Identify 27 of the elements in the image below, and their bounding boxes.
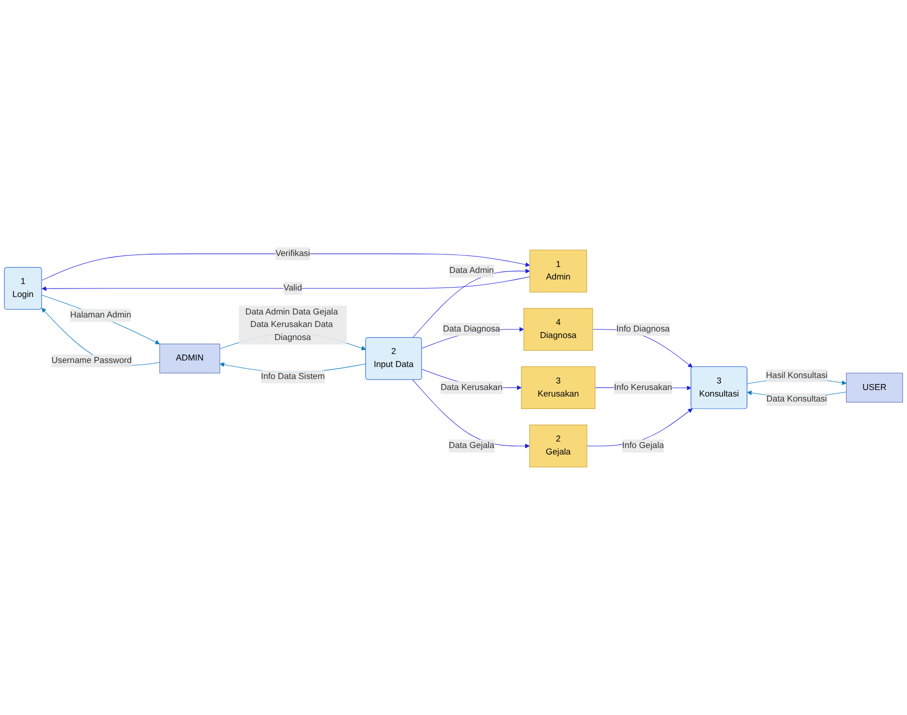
node-box: ADMIN [159,344,220,374]
node-box: 1 Admin [530,250,587,293]
edge-label: Data Gejala [448,441,494,451]
arrow [412,380,530,449]
edge-label: Info Gejala [622,441,664,451]
edge-label: Info Data Sistem [260,372,325,382]
edge-label: Data Admin Data Gejala Data Kerusakan Data Diagnosa [245,308,338,343]
edge-label: Hasil Konsultasi [766,371,828,380]
edge-label: Info Kerusakan [614,383,672,392]
edge-label: Info Diagnosa [616,324,670,334]
arrow [42,295,160,345]
arrow [412,269,530,338]
edge-label: Data Diagnosa [442,324,500,334]
edge-label: Data Admin [449,266,494,276]
arrow [42,254,530,281]
node-box: USER [846,373,903,403]
edge-label: Halaman Admin [70,310,132,320]
edge-label: Data Konsultasi [766,395,827,404]
edge-label: Username Password [52,356,132,366]
arrow [42,276,530,292]
node-box: 3 Kerusakan [521,366,596,410]
node-box: 2 Gejala [529,424,588,468]
edge-label: Verifikasi [275,249,310,258]
arrow [41,308,160,366]
edge-label: Data Kerusakan [440,383,503,392]
node-box: 4 Diagnosa [524,308,593,352]
edge-label: Valid [283,284,302,293]
